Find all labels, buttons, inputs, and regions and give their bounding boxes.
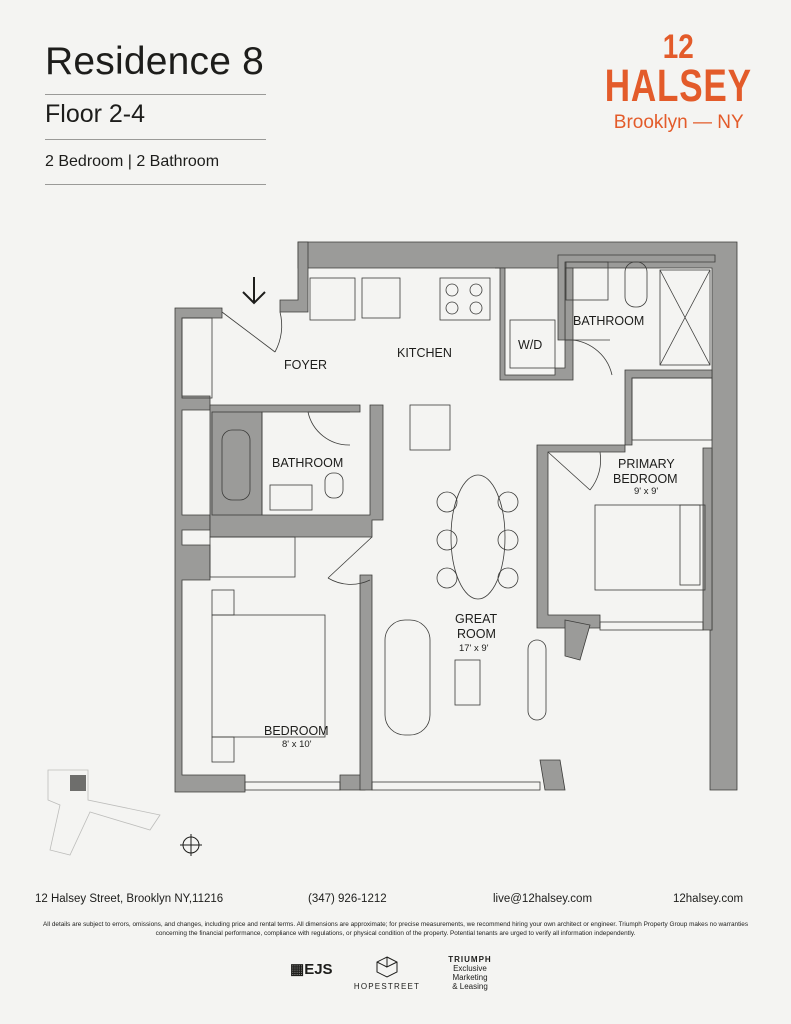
floor-label: Floor 2-4 bbox=[45, 100, 146, 128]
divider bbox=[45, 94, 266, 95]
divider bbox=[45, 139, 266, 140]
primary-bedroom-dimensions: 9' x 9' bbox=[634, 486, 658, 497]
disclaimer-text: All details are subject to errors, omiss… bbox=[42, 921, 749, 937]
brand-logo: 12 HALSEY Brooklyn — NY bbox=[594, 30, 763, 136]
footer-address: 12 Halsey Street, Brooklyn NY,11216 bbox=[35, 893, 224, 905]
hopestreet-icon bbox=[376, 956, 398, 978]
kitchen-label: KITCHEN bbox=[397, 346, 452, 360]
entry-arrow-icon bbox=[242, 277, 266, 305]
primary-bathroom-label: BATHROOM bbox=[573, 314, 644, 328]
triumph-logo: TRIUMPH Exclusive Marketing & Leasing bbox=[448, 955, 492, 991]
bedroom-label: BEDROOM bbox=[264, 724, 329, 738]
walls bbox=[174, 241, 738, 793]
page-title: Residence 8 bbox=[45, 40, 265, 83]
bed-bath-label: 2 Bedroom | 2 Bathroom bbox=[45, 153, 220, 170]
floor-plan: FOYER KITCHEN W/D BATHROOM BATHROOM PRIM… bbox=[47, 241, 738, 856]
brand-name: HALSEY bbox=[605, 60, 753, 111]
north-compass-icon bbox=[180, 834, 202, 856]
footer-email[interactable]: live@12halsey.com bbox=[493, 893, 593, 905]
key-plan bbox=[47, 769, 161, 856]
ejs-icon: ▦ bbox=[290, 961, 305, 978]
divider bbox=[45, 184, 266, 185]
footer-website[interactable]: 12halsey.com bbox=[673, 893, 744, 905]
room-outlines bbox=[181, 261, 713, 791]
primary-bedroom-label: BEDROOM bbox=[613, 472, 678, 486]
brand-location: Brooklyn — NY bbox=[613, 112, 744, 133]
foyer-label: FOYER bbox=[284, 358, 327, 372]
brand-number: 12 bbox=[663, 28, 695, 66]
hall-bathroom-label: BATHROOM bbox=[272, 456, 343, 470]
primary-bedroom-label: PRIMARY bbox=[618, 457, 675, 471]
great-room-dimensions: 17' x 9' bbox=[459, 643, 489, 654]
bedroom-dimensions: 8' x 10' bbox=[282, 739, 312, 750]
ejs-logo: ▦EJS bbox=[290, 961, 333, 978]
great-room-label: GREAT bbox=[455, 612, 497, 626]
wd-label: W/D bbox=[518, 338, 542, 352]
footer-phone[interactable]: (347) 926-1212 bbox=[308, 893, 387, 905]
great-room-label: ROOM bbox=[457, 627, 496, 641]
doors bbox=[221, 311, 613, 585]
hopestreet-logo: HOPESTREET bbox=[352, 955, 422, 991]
